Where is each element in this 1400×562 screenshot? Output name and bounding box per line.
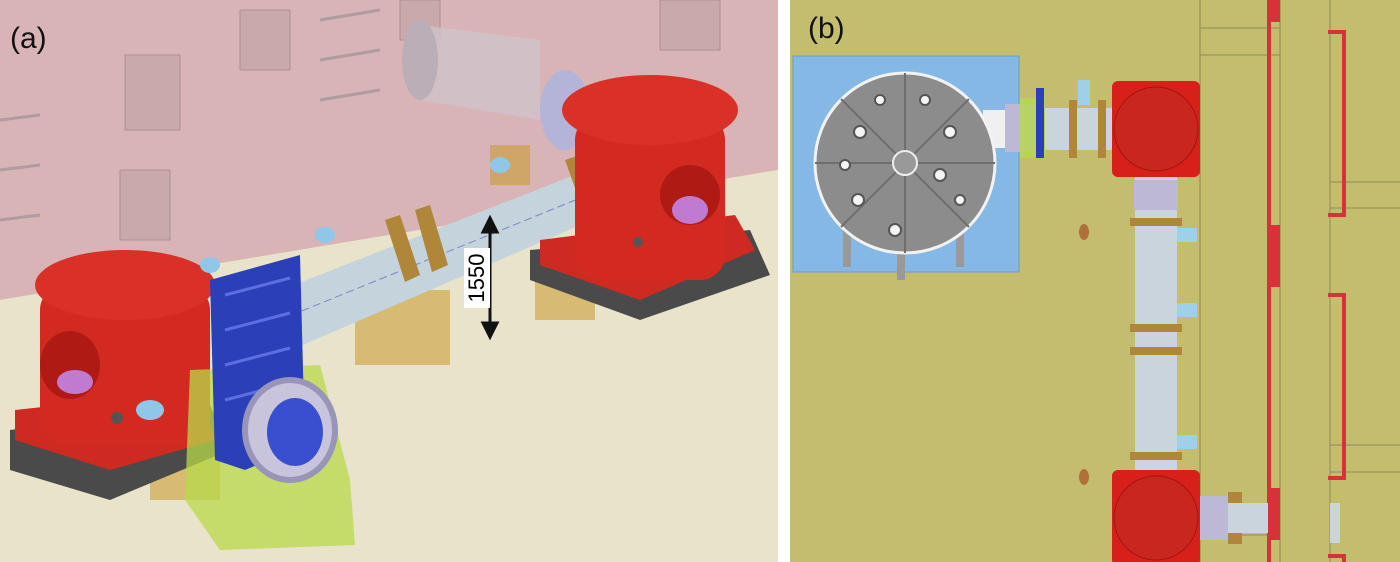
panel-b-label: (b): [808, 12, 845, 45]
chamber-left: [40, 285, 210, 445]
dimension-label: 1550: [464, 248, 490, 308]
wall: [0, 0, 778, 300]
panel-b-render: [790, 0, 1400, 562]
duct: [420, 25, 540, 120]
main-pipe: [230, 165, 615, 370]
dimension-arrow: [480, 214, 500, 341]
panel-a-render: [0, 0, 778, 562]
chamber-right: [575, 115, 725, 280]
panel-a-label: (a): [10, 22, 47, 55]
gate-valve-b: [1036, 88, 1044, 158]
